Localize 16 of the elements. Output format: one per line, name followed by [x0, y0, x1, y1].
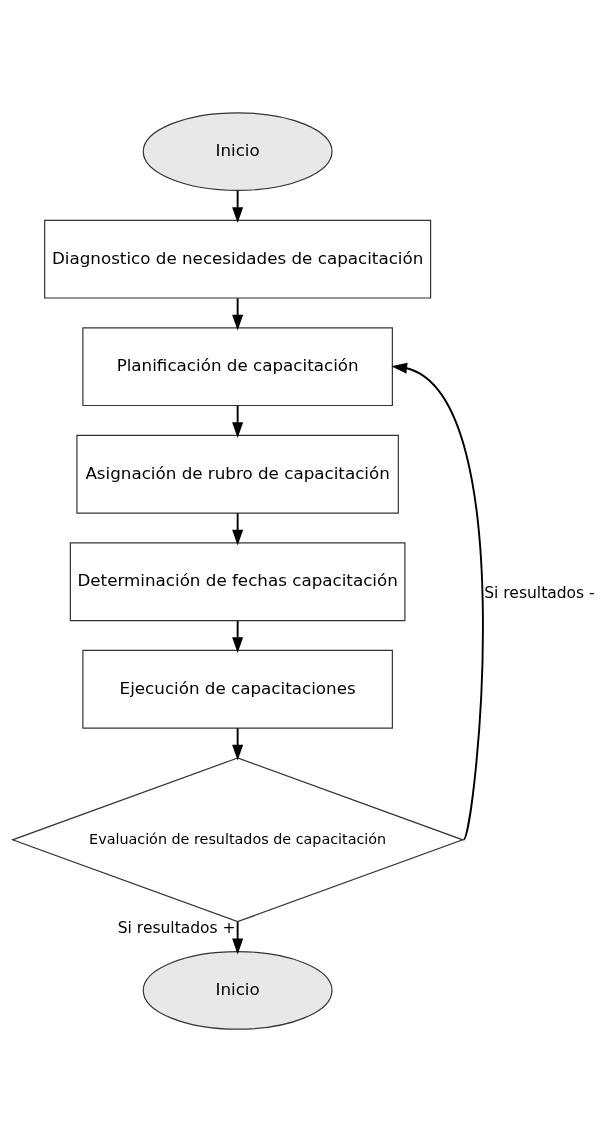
edge-label: Si resultados -	[484, 583, 595, 602]
node-box: Determinación de fechas capacitación	[69, 542, 406, 622]
arrow	[391, 362, 484, 841]
arrow	[232, 404, 244, 438]
arrow	[232, 189, 244, 223]
arrow	[232, 727, 244, 761]
arrow	[232, 921, 244, 955]
node-box: Diagnostico de necesidades de capacitación	[44, 219, 432, 299]
arrow	[232, 297, 244, 331]
node-ellipse: Inicio	[142, 950, 333, 1030]
arrow	[232, 619, 244, 654]
node-box: Ejecución de capacitaciones	[82, 649, 393, 729]
node-ellipse: Inicio	[142, 112, 333, 192]
node-box: Planificación de capacitación	[82, 327, 393, 407]
node-box: Asignación de rubro de capacitación	[76, 434, 399, 514]
arrow	[232, 512, 244, 546]
